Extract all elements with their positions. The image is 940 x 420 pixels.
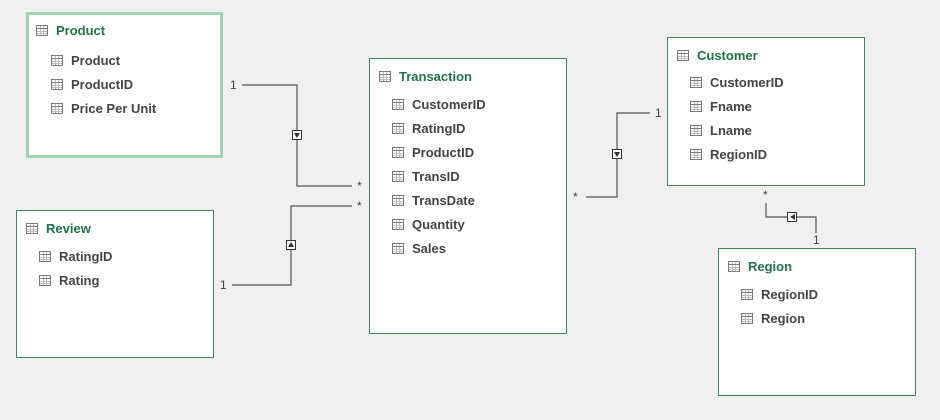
- column-icon: [741, 312, 753, 324]
- field-label: Product: [71, 52, 121, 68]
- table-header[interactable]: Transaction: [379, 69, 472, 84]
- column-icon: [392, 98, 404, 110]
- table-header[interactable]: Customer: [677, 48, 758, 63]
- column-icon: [392, 122, 404, 134]
- cross-filter-arrow-icon: [292, 130, 302, 140]
- table-title: Customer: [697, 48, 758, 63]
- column-icon: [690, 148, 702, 160]
- field-productid[interactable]: ProductID: [392, 143, 474, 161]
- field-lname[interactable]: Lname: [690, 121, 752, 139]
- column-icon: [392, 146, 404, 158]
- field-rating[interactable]: Rating: [39, 271, 99, 289]
- field-label: RegionID: [761, 286, 819, 302]
- table-header[interactable]: Review: [26, 221, 91, 236]
- table-title: Review: [46, 221, 91, 236]
- field-price-per-unit[interactable]: Price Per Unit: [51, 99, 156, 117]
- cardinality-many-label: *: [573, 190, 578, 204]
- field-label: Quantity: [412, 216, 465, 232]
- field-label: TransDate: [412, 192, 475, 208]
- field-label: Lname: [710, 122, 752, 138]
- transaction-table[interactable]: Transaction CustomerID RatingID ProductI…: [369, 58, 567, 334]
- field-label: Region: [761, 310, 806, 326]
- cardinality-one-label: 1: [220, 278, 227, 292]
- table-header[interactable]: Region: [728, 259, 792, 274]
- field-transid[interactable]: TransID: [392, 167, 460, 185]
- column-icon: [51, 78, 63, 90]
- review-table[interactable]: Review RatingID Rating: [16, 210, 214, 358]
- table-icon: [728, 261, 740, 272]
- table-header[interactable]: Product: [36, 23, 105, 38]
- field-productid[interactable]: ProductID: [51, 75, 133, 93]
- field-regionid[interactable]: RegionID: [690, 145, 767, 163]
- field-label: Sales: [412, 240, 446, 256]
- column-icon: [392, 242, 404, 254]
- table-title: Region: [748, 259, 793, 274]
- cardinality-one-label: 1: [655, 106, 662, 120]
- product-table[interactable]: Product Product ProductID Price Per Unit: [26, 12, 223, 158]
- column-icon: [51, 54, 63, 66]
- column-icon: [392, 194, 404, 206]
- cross-filter-arrow-icon: [286, 240, 296, 250]
- field-quantity[interactable]: Quantity: [392, 215, 465, 233]
- field-fname[interactable]: Fname: [690, 97, 752, 115]
- column-icon: [690, 124, 702, 136]
- cross-filter-arrow-icon: [612, 149, 622, 159]
- region-table[interactable]: Region RegionID Region: [718, 248, 916, 396]
- table-icon: [379, 71, 391, 82]
- field-label: RegionID: [710, 146, 768, 162]
- table-icon: [677, 50, 689, 61]
- column-icon: [39, 250, 51, 262]
- cross-filter-arrow-icon: [787, 212, 797, 222]
- column-icon: [392, 218, 404, 230]
- field-transdate[interactable]: TransDate: [392, 191, 475, 209]
- cardinality-one-label: 1: [230, 78, 237, 92]
- field-region[interactable]: Region: [741, 309, 805, 327]
- field-label: ProductID: [412, 144, 475, 160]
- field-label: TransID: [412, 168, 460, 184]
- column-icon: [741, 288, 753, 300]
- field-product[interactable]: Product: [51, 51, 120, 69]
- field-label: RatingID: [59, 248, 113, 264]
- field-label: Price Per Unit: [71, 100, 157, 116]
- field-ratingid[interactable]: RatingID: [39, 247, 112, 265]
- cardinality-one-label: 1: [813, 233, 820, 247]
- field-label: RatingID: [412, 120, 466, 136]
- field-ratingid[interactable]: RatingID: [392, 119, 465, 137]
- table-title: Product: [56, 23, 106, 38]
- column-icon: [690, 100, 702, 112]
- cardinality-many-label: *: [763, 188, 768, 202]
- column-icon: [51, 102, 63, 114]
- column-icon: [39, 274, 51, 286]
- column-icon: [392, 170, 404, 182]
- field-sales[interactable]: Sales: [392, 239, 446, 257]
- field-label: Rating: [59, 272, 100, 288]
- field-customerid[interactable]: CustomerID: [690, 73, 784, 91]
- table-icon: [26, 223, 38, 234]
- field-label: ProductID: [71, 76, 134, 92]
- cardinality-many-label: *: [357, 199, 362, 213]
- column-icon: [690, 76, 702, 88]
- cardinality-many-label: *: [357, 179, 362, 193]
- field-regionid[interactable]: RegionID: [741, 285, 818, 303]
- field-customerid[interactable]: CustomerID: [392, 95, 486, 113]
- field-label: CustomerID: [412, 96, 486, 112]
- table-title: Transaction: [399, 69, 472, 84]
- table-icon: [36, 25, 48, 36]
- field-label: Fname: [710, 98, 752, 114]
- customer-table[interactable]: Customer CustomerID Fname Lname RegionID: [667, 37, 865, 186]
- field-label: CustomerID: [710, 74, 784, 90]
